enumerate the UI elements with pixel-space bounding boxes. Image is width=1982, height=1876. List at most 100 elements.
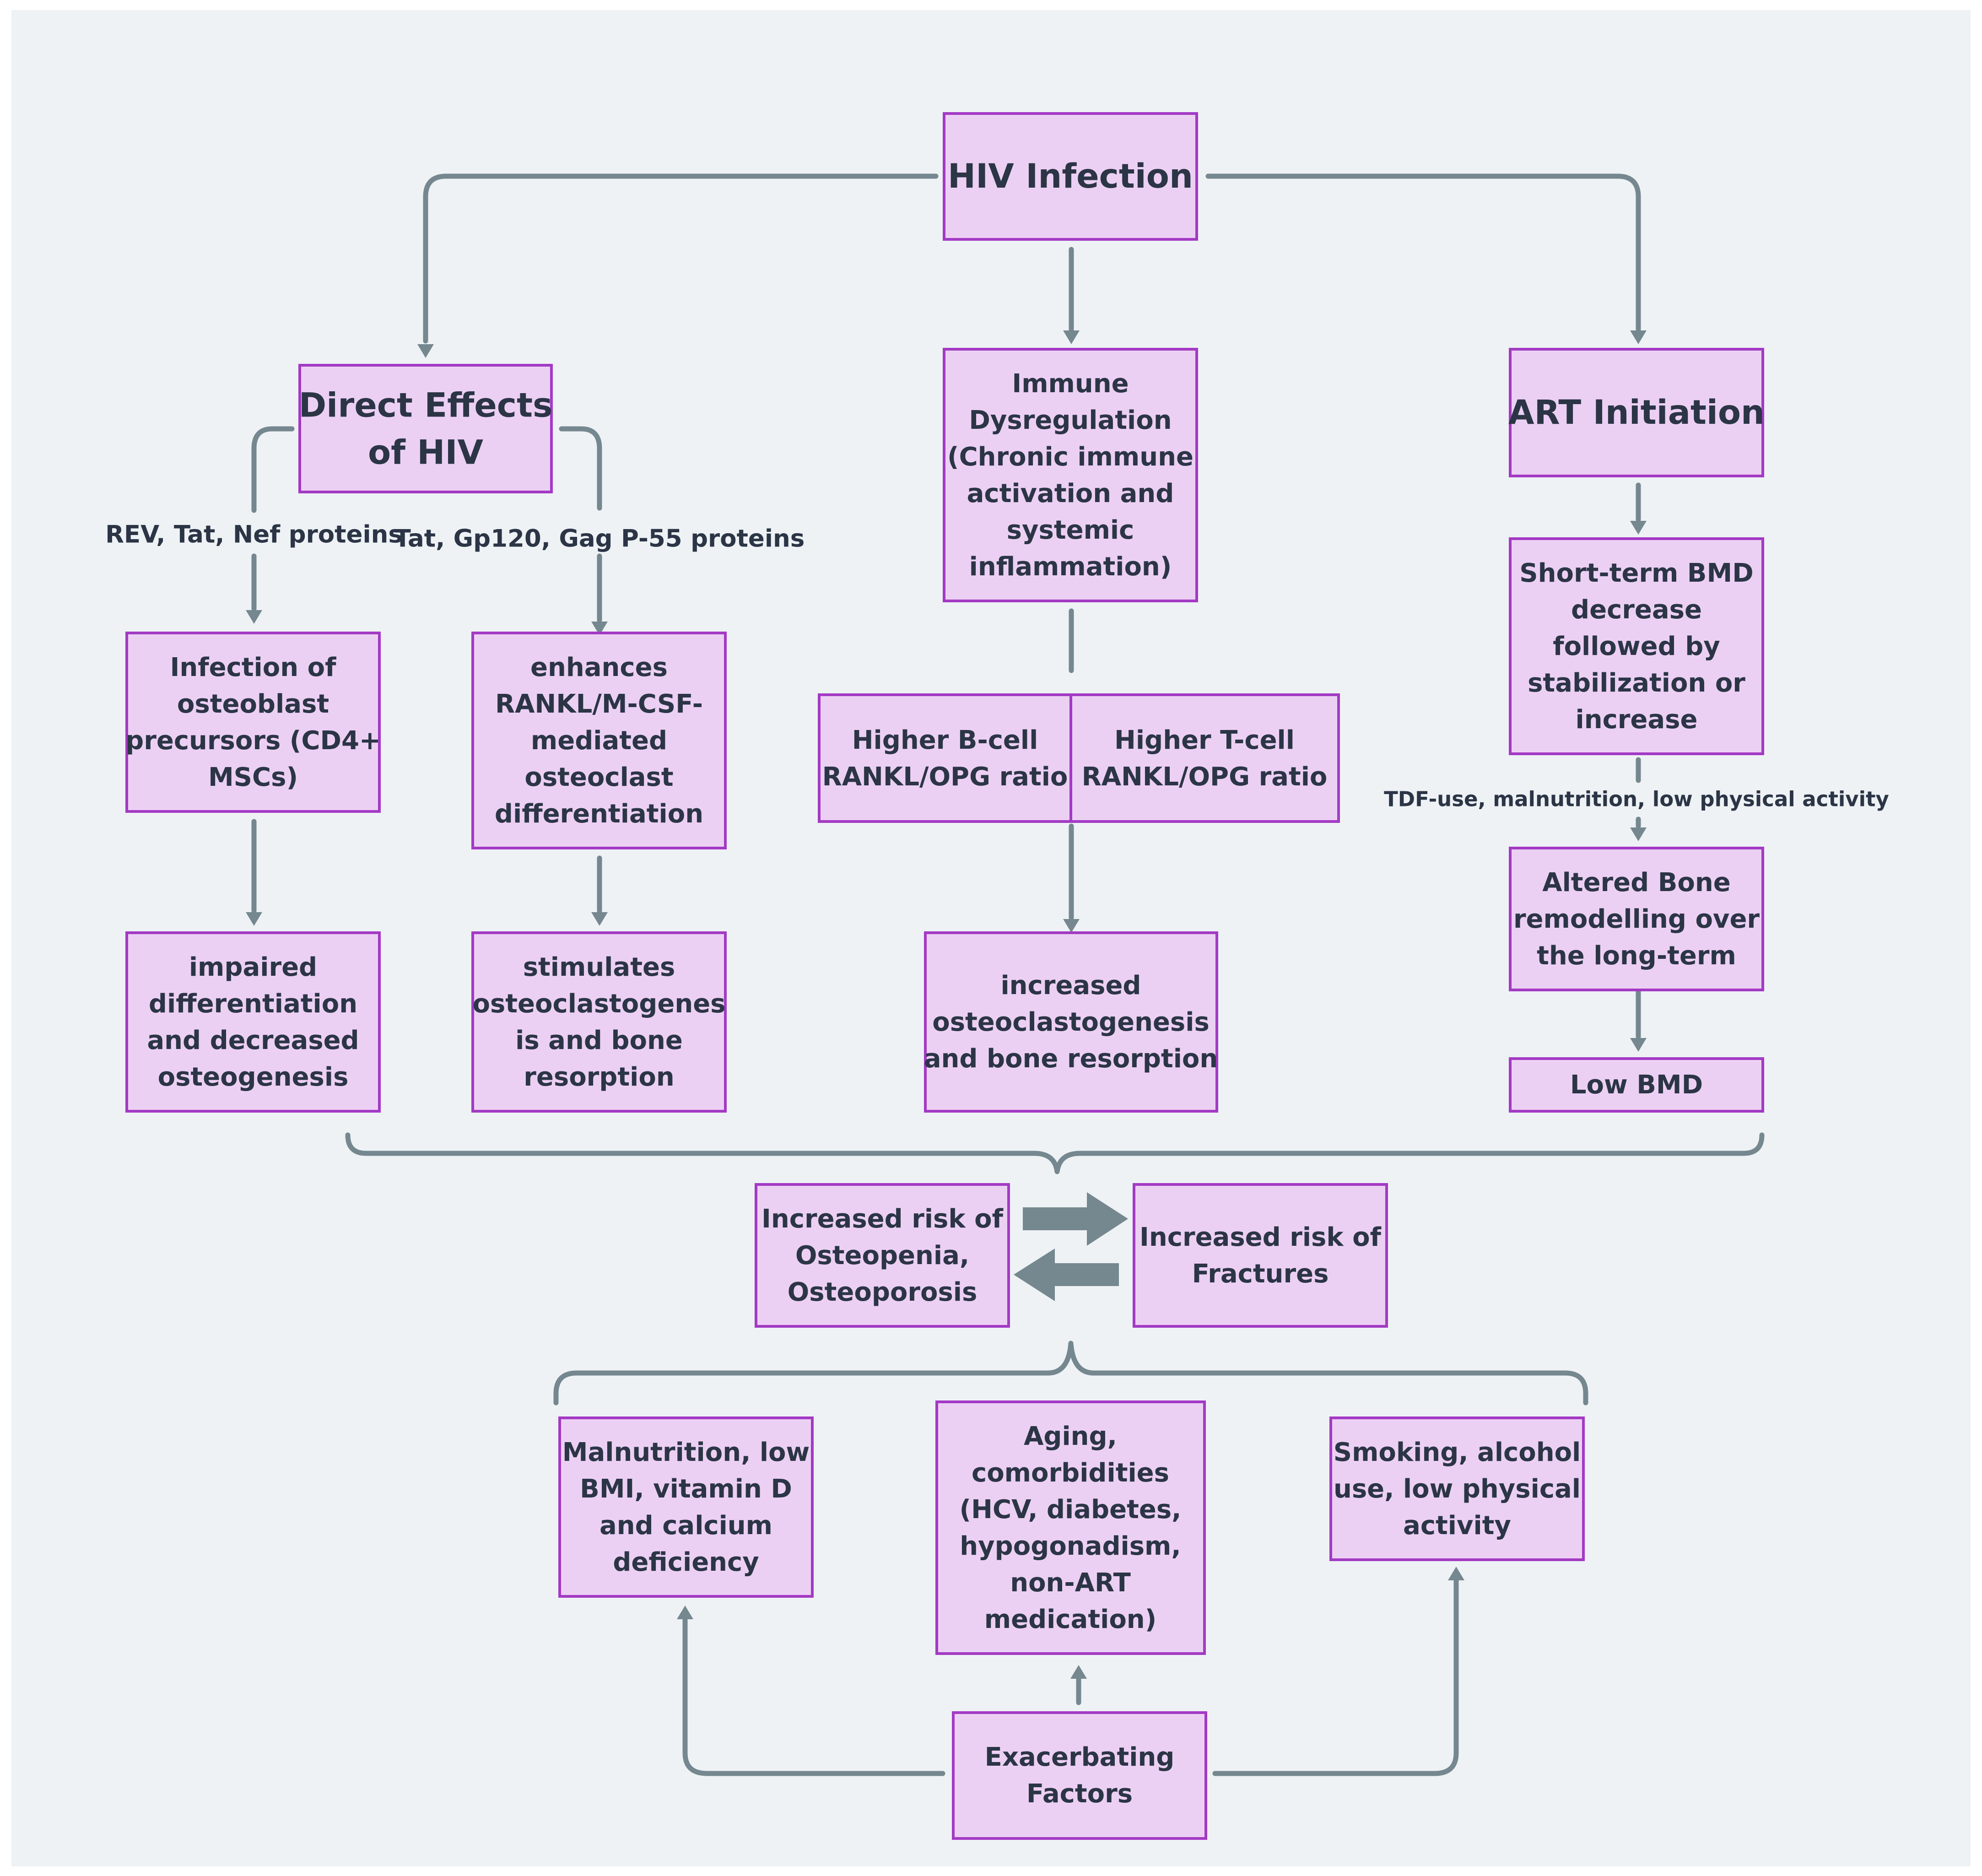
connector-direct-effects-to-infection [251, 426, 295, 611]
label-line: Infection of [170, 653, 337, 682]
label-line: activation and [967, 479, 1174, 508]
label-line: deficiency [613, 1547, 759, 1577]
label-line: HIV Infection [948, 157, 1193, 196]
node-risk-fractures [1133, 1183, 1388, 1328]
label-line: Immune [1012, 369, 1129, 399]
label-line: osteoclastogenesis [932, 1007, 1210, 1037]
label-line: is and bone [515, 1026, 683, 1055]
label-line: ART Initiation [1508, 393, 1765, 432]
node-art-initiation [1509, 348, 1764, 477]
node-stimulates-osteo [471, 931, 727, 1113]
node-smoking-label: Smoking, alcohol use, low physical activit… [1334, 1438, 1581, 1541]
label-line: Altered Bone [1542, 868, 1730, 897]
node-altered-bone-label: Altered Bone remodelling over the long-ter… [1513, 868, 1760, 971]
node-short-term-bmd [1509, 537, 1764, 755]
label-line: osteoclastogenes [472, 989, 725, 1019]
label-line: RANKL/M-CSF- [495, 689, 703, 719]
node-smoking [1329, 1416, 1585, 1561]
connector-direct-effects-to-enhances [559, 426, 602, 623]
arrowheads [246, 330, 1647, 1679]
label-line: activity [1403, 1511, 1511, 1541]
label-line: Higher T-cell [1114, 725, 1295, 755]
edge-label-tdf-use: TDF-use, malnutrition, low physical acti… [1384, 787, 1889, 811]
label-line: (HCV, diabetes, [960, 1495, 1182, 1525]
label-line: the long-term [1537, 941, 1736, 971]
label-line: stimulates [523, 952, 675, 982]
label-line: Fractures [1192, 1259, 1329, 1289]
label-line: differentiation [149, 989, 357, 1019]
label-line: osteogenesis [158, 1062, 349, 1092]
label-line: of HIV [368, 433, 484, 472]
arrowhead-down-icon [1630, 827, 1647, 841]
arrowhead-up-icon [1070, 1665, 1087, 1679]
label-line: impaired [189, 952, 317, 982]
node-immune-dysregulation [943, 348, 1198, 602]
label-line: Aging, [1024, 1422, 1117, 1451]
label-line: Exacerbating [985, 1742, 1175, 1772]
node-malnutrition [558, 1416, 814, 1598]
node-risk-osteopenia [755, 1183, 1010, 1328]
node-labels: HIV Infection Direct Effects of HIV Immun… [125, 157, 1765, 1809]
label-line: mediated [531, 726, 667, 756]
label-line: precursors (CD4+ [125, 726, 381, 756]
label-line: differentiation [495, 799, 703, 829]
node-increased-osteo [924, 931, 1218, 1113]
label-line: use, low physical [1334, 1474, 1581, 1504]
label-line: RANKL/OPG ratio [1082, 762, 1328, 792]
label-line: Short-term BMD [1519, 558, 1753, 588]
label-line: Direct Effects [299, 386, 553, 425]
arrowhead-down-icon [1063, 330, 1080, 344]
label-line: Low BMD [1570, 1070, 1703, 1100]
label-line: inflammation) [969, 552, 1172, 582]
label-line: Osteopenia, [795, 1241, 969, 1270]
upper-brace [345, 1132, 1765, 1174]
label-line: followed by [1553, 632, 1720, 661]
arrowhead-down-icon [1063, 919, 1080, 933]
label-line: non-ART [1010, 1568, 1131, 1598]
label-line: MSCs) [208, 762, 298, 792]
node-art-initiation-label: ART Initiation [1508, 393, 1765, 432]
node-altered-bone [1509, 847, 1764, 991]
label-line: systemic [1007, 515, 1134, 545]
label-line: Malnutrition, low [562, 1438, 810, 1467]
label-line: and bone resorption [924, 1044, 1218, 1074]
label-line: medication) [984, 1605, 1157, 1634]
arrowhead-down-icon [417, 344, 434, 358]
label-line: Smoking, alcohol [1334, 1438, 1581, 1467]
node-impaired-diff [125, 931, 381, 1113]
label-line: enhances [530, 653, 668, 682]
node-boxes [125, 112, 1764, 1840]
node-hiv-infection [943, 112, 1198, 241]
label-line: (Chronic immune [947, 442, 1194, 472]
node-exacerbating [952, 1711, 1207, 1840]
connector-exacerbating-to-malnutrition [682, 1615, 945, 1776]
label-line: remodelling over [1513, 904, 1760, 934]
arrowhead-up-icon [677, 1606, 693, 1619]
edge-label-rev-tat-nef: REV, Tat, Nef proteins [105, 521, 403, 549]
label-line: Factors [1026, 1779, 1133, 1809]
label-line: Higher B-cell [852, 725, 1038, 755]
label-line: Dysregulation [969, 405, 1172, 435]
edge-label-tat-gp120-gag: Tat, Gp120, Gag P-55 proteins [394, 525, 805, 553]
label-line: comorbidities [972, 1458, 1169, 1488]
arrowhead-down-icon [1630, 521, 1647, 535]
label-line: osteoblast [177, 689, 329, 719]
label-line: Increased risk of [761, 1204, 1004, 1234]
connectors [251, 173, 1765, 1776]
node-higher-tcell [1069, 693, 1340, 823]
node-hiv-infection-label: HIV Infection [948, 157, 1193, 196]
node-direct-effects [298, 364, 553, 493]
node-low-bmd-label: Low BMD [1570, 1070, 1703, 1100]
label-line: hypogonadism, [960, 1531, 1181, 1561]
lower-brace [553, 1341, 1588, 1406]
